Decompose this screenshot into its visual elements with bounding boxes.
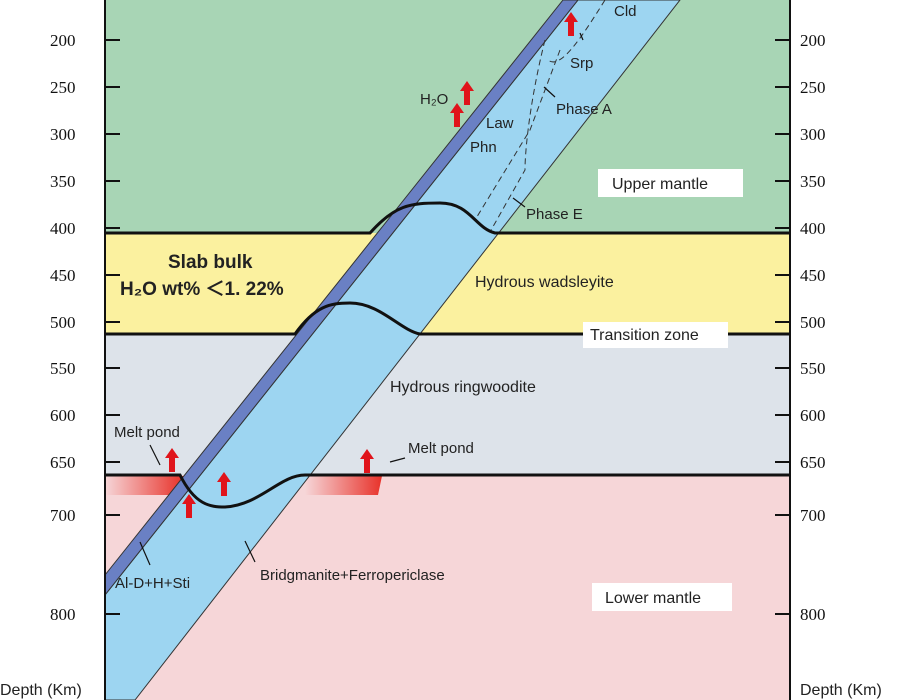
tick-label: 350 (800, 172, 826, 191)
wadsleyite-label: Hydrous wadsleyite (475, 274, 614, 291)
law-label: Law (486, 115, 514, 132)
tick-label: 500 (800, 313, 826, 332)
tick-label: 150 (50, 0, 76, 3)
tick-label: 400 (50, 219, 76, 238)
discontinuities (105, 201, 790, 509)
tick-label: 150 (800, 0, 826, 3)
phase-e-label: Phase E (526, 206, 583, 223)
transition-zone-label: Transition zone (590, 327, 699, 344)
ringwoodite-label: Hydrous ringwoodite (390, 379, 536, 396)
phase-boundaries (474, 0, 606, 233)
tick-label: 200 (50, 31, 76, 50)
melt-pond-right (305, 476, 382, 495)
melt-pond-left (105, 476, 183, 495)
tick-label: 800 (800, 605, 826, 624)
tick-label: 400 (800, 219, 826, 238)
cld-label: Cld (614, 3, 637, 20)
tick-label: 650 (800, 453, 826, 472)
tick-label: 500 (50, 313, 76, 332)
tick-label: 650 (50, 453, 76, 472)
tick-label: 600 (800, 406, 826, 425)
tick-label: 250 (800, 78, 826, 97)
tick-label: 200 (800, 31, 826, 50)
axis-label-left: Depth (Km) (0, 682, 82, 699)
melt-pond-right-label: Melt pond (408, 440, 474, 457)
phase-a-label: Phase A (556, 101, 612, 118)
tick-label: 300 (50, 125, 76, 144)
tick-label: 700 (50, 506, 76, 525)
tick-label: 450 (50, 266, 76, 285)
h2o-wt-label: H₂O wt% ＜1. 22% (120, 279, 284, 300)
bridgmanite-label: Bridgmanite+Ferropericlase (260, 567, 445, 584)
slab-bulk-label: Slab bulk (168, 252, 253, 273)
tick-label: 550 (50, 359, 76, 378)
tick-label: 600 (50, 406, 76, 425)
tick-label: 350 (50, 172, 76, 191)
tick-label: 450 (800, 266, 826, 285)
tick-label: 300 (800, 125, 826, 144)
tick-label: 700 (800, 506, 826, 525)
upper-mantle-label: Upper mantle (612, 176, 708, 193)
al-d-label: Al-D+H+Sti (115, 575, 190, 592)
h2o-label: H₂O (420, 91, 448, 108)
srp-label: Srp (570, 55, 593, 72)
lower-mantle-label: Lower mantle (605, 590, 701, 607)
tick-label: 250 (50, 78, 76, 97)
axis-label-right: Depth (Km) (800, 682, 882, 699)
pointer-arrows (139, 32, 584, 566)
phn-label: Phn (470, 139, 497, 156)
tick-label: 800 (50, 605, 76, 624)
melt-pond-left-label: Melt pond (114, 424, 180, 441)
tick-label: 550 (800, 359, 826, 378)
